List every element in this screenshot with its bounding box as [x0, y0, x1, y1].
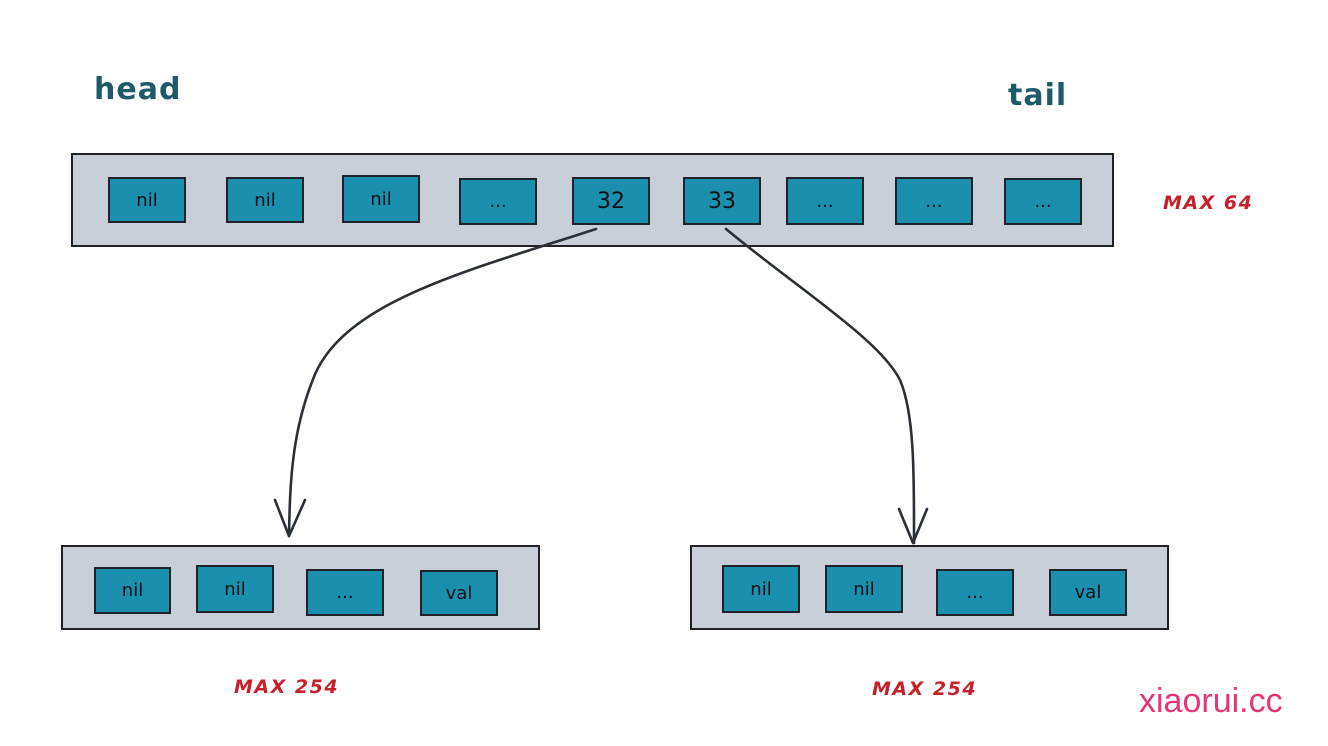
- right-max-label: MAX 254: [872, 678, 978, 700]
- left-cell-text: val: [445, 582, 473, 604]
- arrowhead-right: [897, 507, 929, 545]
- head-label: head: [94, 72, 182, 107]
- top-cell-text: nil: [136, 189, 158, 211]
- right-cell: ...: [936, 569, 1014, 616]
- top-cell: nil: [108, 177, 186, 223]
- top-cell-text: ...: [489, 191, 507, 212]
- top-cell: ...: [895, 177, 973, 225]
- top-cell-text: ...: [816, 190, 834, 212]
- right-cell-text: nil: [750, 578, 772, 600]
- left-cell: nil: [94, 567, 171, 614]
- top-cell-text: nil: [370, 188, 392, 210]
- left-array: nil nil ... val: [61, 545, 540, 630]
- top-cell-text: 32: [597, 188, 625, 214]
- top-cell-text: 33: [708, 188, 736, 214]
- top-cell: ...: [786, 177, 864, 225]
- arrow-33-to-right-array: [724, 227, 916, 545]
- left-cell-text: nil: [224, 578, 246, 600]
- right-array: nil nil ... val: [690, 545, 1169, 630]
- arrowhead-left: [273, 498, 307, 538]
- top-cell: ...: [1004, 178, 1082, 225]
- top-cell: ...: [459, 178, 537, 225]
- right-cell: val: [1049, 569, 1127, 616]
- right-cell-text: val: [1074, 582, 1102, 603]
- right-cell: nil: [722, 565, 800, 613]
- top-cell: nil: [342, 175, 420, 223]
- top-max-label: MAX 64: [1163, 192, 1254, 214]
- left-cell-text: nil: [121, 580, 144, 601]
- left-max-label: MAX 254: [234, 676, 340, 698]
- left-cell-text: ...: [336, 582, 354, 603]
- arrow-32-to-left-array: [287, 227, 598, 538]
- left-cell: ...: [306, 569, 384, 616]
- top-cell-text: ...: [1034, 191, 1052, 212]
- left-cell: val: [420, 570, 498, 616]
- top-cell: 32: [572, 177, 650, 225]
- top-cell-text: ...: [925, 190, 943, 212]
- left-cell: nil: [196, 565, 274, 613]
- right-cell: nil: [825, 565, 903, 613]
- top-cell: nil: [226, 177, 304, 223]
- top-array: nil nil nil ... 32 33 ... ... ...: [71, 153, 1114, 247]
- right-cell-text: nil: [853, 578, 875, 600]
- tail-label: tail: [1008, 78, 1068, 113]
- top-cell-text: nil: [254, 189, 276, 211]
- right-cell-text: ...: [966, 582, 984, 603]
- watermark: xiaorui.cc: [1139, 682, 1283, 720]
- top-cell: 33: [683, 177, 761, 225]
